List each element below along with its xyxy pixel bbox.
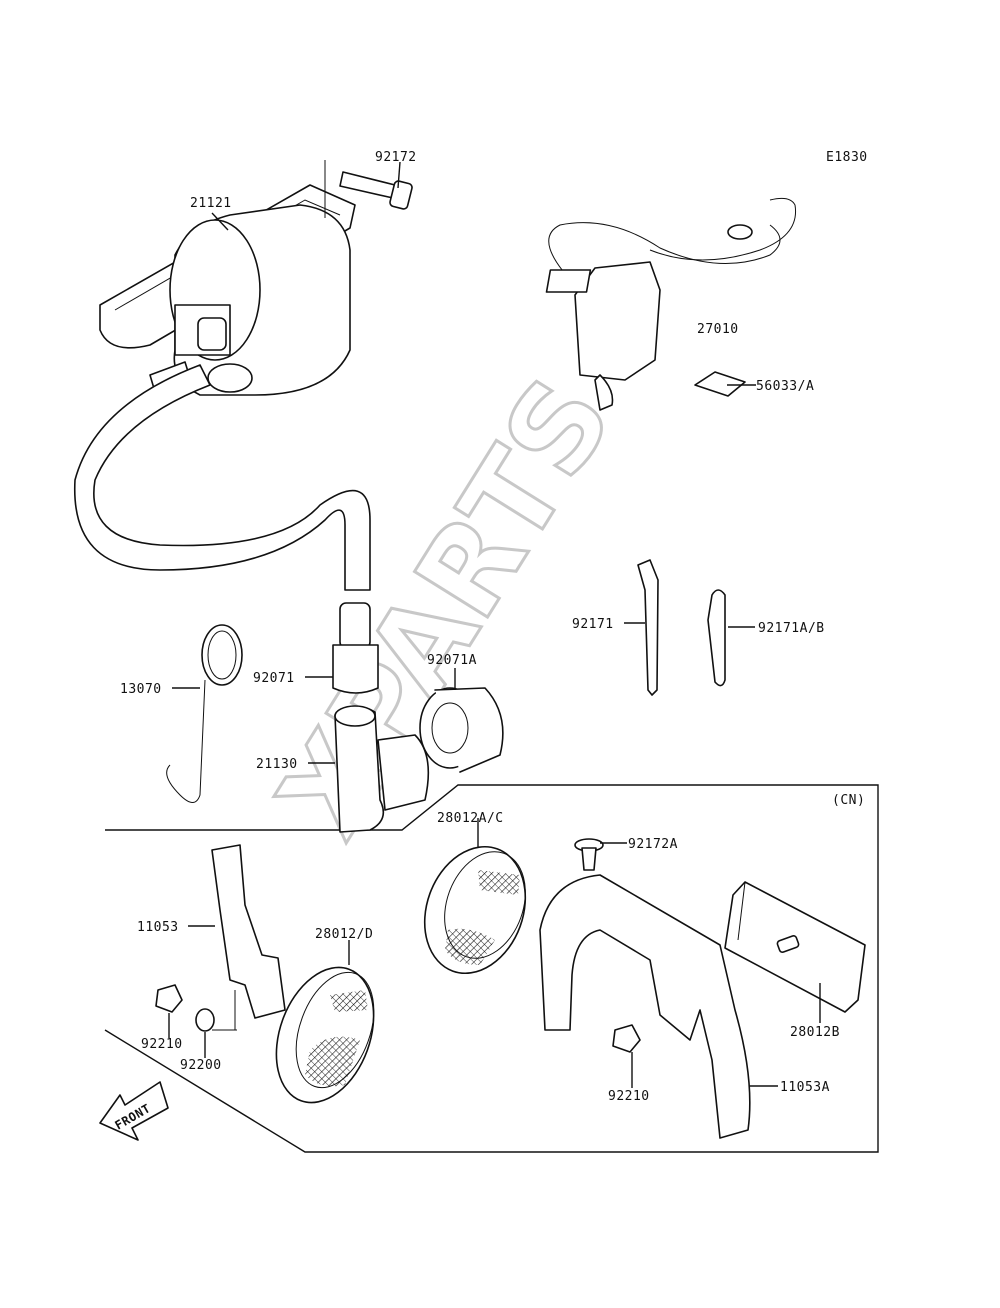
part-label: 11053A: [780, 1080, 830, 1095]
clamp-92171A-B: [707, 589, 726, 687]
nut-92210-right: [612, 1024, 641, 1053]
part-label: 92210: [141, 1037, 183, 1052]
plug-cap-21130: [334, 705, 430, 833]
bolt-92172: [324, 160, 413, 218]
watermark-text: XPARTS: [252, 355, 639, 860]
cn-region-border: [104, 784, 879, 1153]
ring-13070: [166, 624, 243, 803]
part-label: 28012A/C: [437, 811, 504, 826]
part-label: 92210: [608, 1089, 650, 1104]
part-label: 21121: [190, 196, 232, 211]
plug-cap-92071: [332, 602, 379, 694]
washer-92200: [195, 1008, 215, 1032]
cable-tie-92171: [637, 559, 659, 696]
bracket-11053A: [539, 874, 751, 1139]
diagram-code: E1830: [826, 150, 868, 165]
bracket-11053: [211, 844, 286, 1019]
part-label: 11053: [137, 920, 179, 935]
part-label: 28012/D: [315, 927, 373, 942]
part-label: 92071A: [427, 653, 477, 668]
part-label: 92200: [180, 1058, 222, 1073]
ignition-coil: [73, 184, 371, 591]
part-label: 92171: [572, 617, 614, 632]
kill-switch: [545, 197, 797, 411]
part-label: 13070: [120, 682, 162, 697]
part-label: 56033/A: [756, 379, 814, 394]
screw-92172A: [574, 838, 604, 871]
variant-label: (CN): [832, 793, 865, 808]
part-label: 92171A/B: [758, 621, 825, 636]
part-label: 27010: [697, 322, 739, 337]
nut-92210-left: [155, 984, 183, 1013]
reflector-28012-D: [275, 966, 375, 1104]
reflector-28012A-C: [423, 845, 527, 975]
front-arrow-icon: FRONT: [99, 1081, 169, 1141]
part-label: 28012B: [790, 1025, 840, 1040]
part-label: 92172: [375, 150, 417, 165]
part-label: 21130: [256, 757, 298, 772]
label-sticker: [694, 371, 746, 397]
cover-92071A: [419, 687, 504, 773]
part-label: 92172A: [628, 837, 678, 852]
part-label: 92071: [253, 671, 295, 686]
reflector-28012B: [724, 881, 866, 1013]
